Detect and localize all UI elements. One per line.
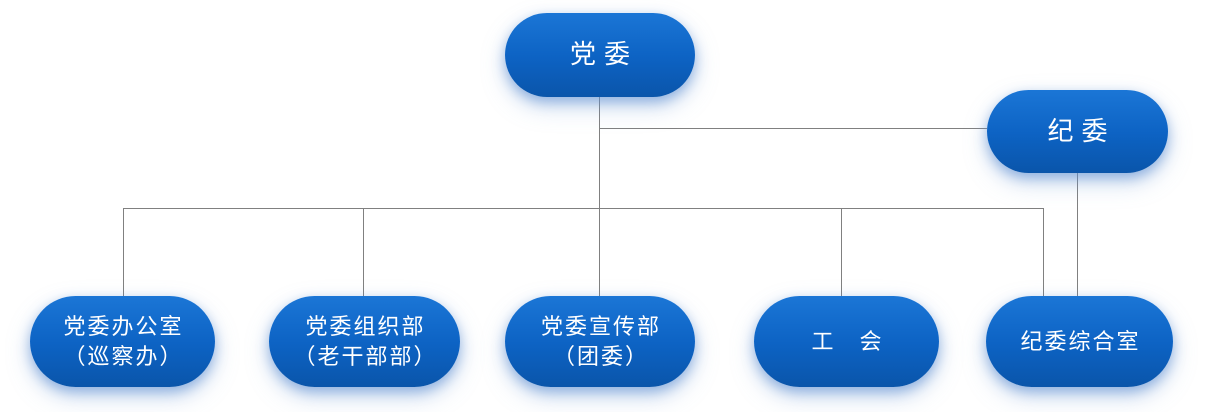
org-node-label: 党委办公室 <box>63 313 184 339</box>
connector-partycommittee-vertical <box>599 97 600 297</box>
org-node-label: 党委宣传部 <box>540 313 661 339</box>
org-node-label: 纪委综合室 <box>1020 328 1141 354</box>
org-node-label: 纪委 <box>1047 116 1116 146</box>
org-node-sublabel: （老干部部） <box>293 343 438 369</box>
org-node-labor-union: 工 会 <box>754 296 939 387</box>
connector-drop-party-office <box>123 208 124 297</box>
org-node-discipline-committee: 纪委 <box>987 90 1168 173</box>
org-node-label: 工 会 <box>811 328 884 354</box>
org-node-party-committee: 党委 <box>505 13 695 97</box>
org-node-sublabel: （团委） <box>552 343 649 369</box>
org-node-label: 党委 <box>569 40 638 70</box>
connector-partycommittee-to-discipline <box>599 128 987 129</box>
connector-drop-organization-dept <box>363 208 364 297</box>
org-node-propaganda-dept: 党委宣传部 （团委） <box>505 296 695 387</box>
connector-drop-labor-union <box>841 208 842 297</box>
connector-discipline-vertical <box>1077 173 1078 297</box>
org-node-organization-dept: 党委组织部 （老干部部） <box>269 296 460 387</box>
org-node-label: 党委组织部 <box>305 313 426 339</box>
connector-drop-discipline-office <box>1043 208 1044 297</box>
org-node-sublabel: （巡察办） <box>63 343 184 369</box>
org-node-party-office: 党委办公室 （巡察办） <box>30 296 215 387</box>
connector-branch-horizontal <box>123 208 1043 209</box>
org-node-discipline-office: 纪委综合室 <box>986 296 1173 387</box>
